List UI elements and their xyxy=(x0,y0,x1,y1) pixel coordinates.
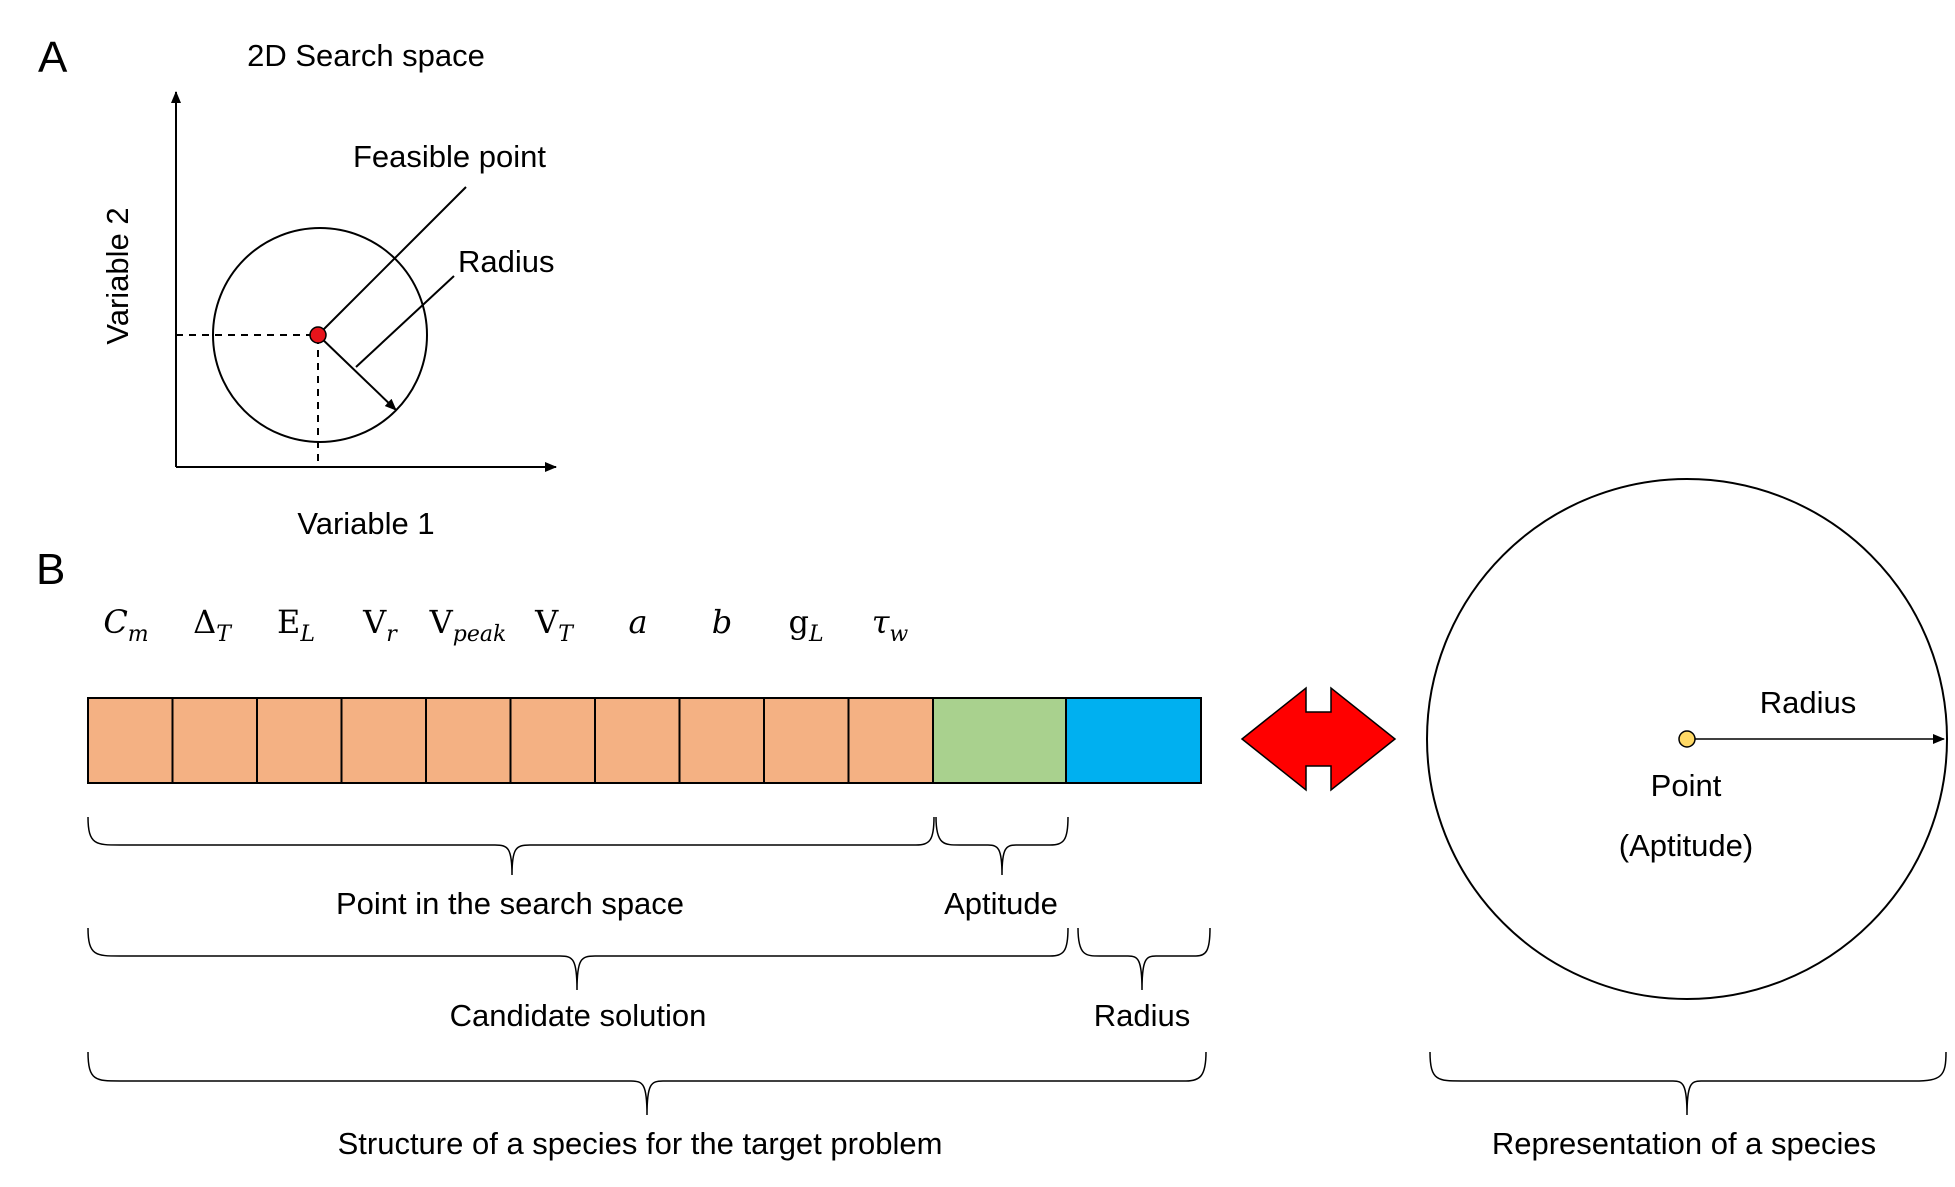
aptitude-brace xyxy=(935,816,1069,876)
parameter-symbol: Vr xyxy=(362,603,398,647)
parameter-cell xyxy=(340,697,427,784)
radius-brace-label: Radius xyxy=(1094,998,1191,1033)
panel-a-title: 2D Search space xyxy=(247,38,485,73)
candidate-solution-brace xyxy=(87,927,1069,991)
y-axis-label: Variable 2 xyxy=(100,207,135,344)
point-in-search-space-brace xyxy=(87,816,935,876)
parameter-symbol: b xyxy=(712,603,732,641)
feasible-point-marker xyxy=(309,326,327,344)
parameter-cell xyxy=(171,697,258,784)
parameter-symbol: ΔT xyxy=(193,603,233,647)
search-neighborhood-circle xyxy=(212,227,428,443)
parameter-symbol: Cm xyxy=(103,603,148,647)
parameter-symbol: gL xyxy=(788,603,823,647)
structure-label: Structure of a species for the target pr… xyxy=(338,1126,943,1161)
panel-a-label: A xyxy=(38,33,68,82)
parameter-cell xyxy=(594,697,681,784)
parameter-cell xyxy=(425,697,512,784)
parameter-symbol: EL xyxy=(277,603,315,647)
parameter-symbol: Vpeak xyxy=(429,603,507,647)
radius-callout-label: Radius xyxy=(458,244,555,279)
parameter-symbols: Cm ΔT EL Vr Vpeak VT a b gL τw xyxy=(103,603,908,647)
parameter-cell xyxy=(509,697,596,784)
species-point-label: Point xyxy=(1651,768,1722,803)
candidate-solution-label: Candidate solution xyxy=(450,998,707,1033)
species-point-marker xyxy=(1678,730,1696,748)
radius-arrow xyxy=(317,334,397,411)
feasible-point-callout-line xyxy=(317,186,467,336)
parameter-cell xyxy=(678,697,765,784)
radius-cell xyxy=(1065,697,1202,784)
aptitude-label: Aptitude xyxy=(944,886,1058,921)
parameter-cell xyxy=(763,697,850,784)
panel-b-label: B xyxy=(36,545,65,594)
feasible-point-label: Feasible point xyxy=(353,139,546,174)
species-circle xyxy=(1426,478,1948,1000)
species-radius-label: Radius xyxy=(1760,685,1857,720)
radius-brace xyxy=(1077,927,1211,991)
parameter-cell xyxy=(87,697,174,784)
panel-b: B Cm ΔT EL Vr Vpeak VT a b gL τw Point in the sea… xyxy=(36,478,1948,1161)
aptitude-cell xyxy=(932,697,1067,784)
radius-callout-line xyxy=(355,275,455,368)
equivalence-double-arrow xyxy=(1240,686,1397,792)
parameter-cell xyxy=(256,697,343,784)
representation-label: Representation of a species xyxy=(1492,1126,1876,1161)
structure-brace xyxy=(87,1051,1207,1116)
point-in-search-space-label: Point in the search space xyxy=(336,886,684,921)
species-aptitude-label: (Aptitude) xyxy=(1619,828,1753,863)
representation-brace xyxy=(1429,1051,1947,1116)
species-vector xyxy=(87,697,1202,784)
x-axis-label: Variable 1 xyxy=(297,506,434,541)
parameter-symbol: a xyxy=(628,603,647,641)
panel-a: A 2D Search space Variable 1 Variable 2 … xyxy=(38,33,557,541)
parameter-symbol: VT xyxy=(534,603,575,647)
parameter-cell xyxy=(847,697,934,784)
parameter-symbol: τw xyxy=(872,603,909,647)
